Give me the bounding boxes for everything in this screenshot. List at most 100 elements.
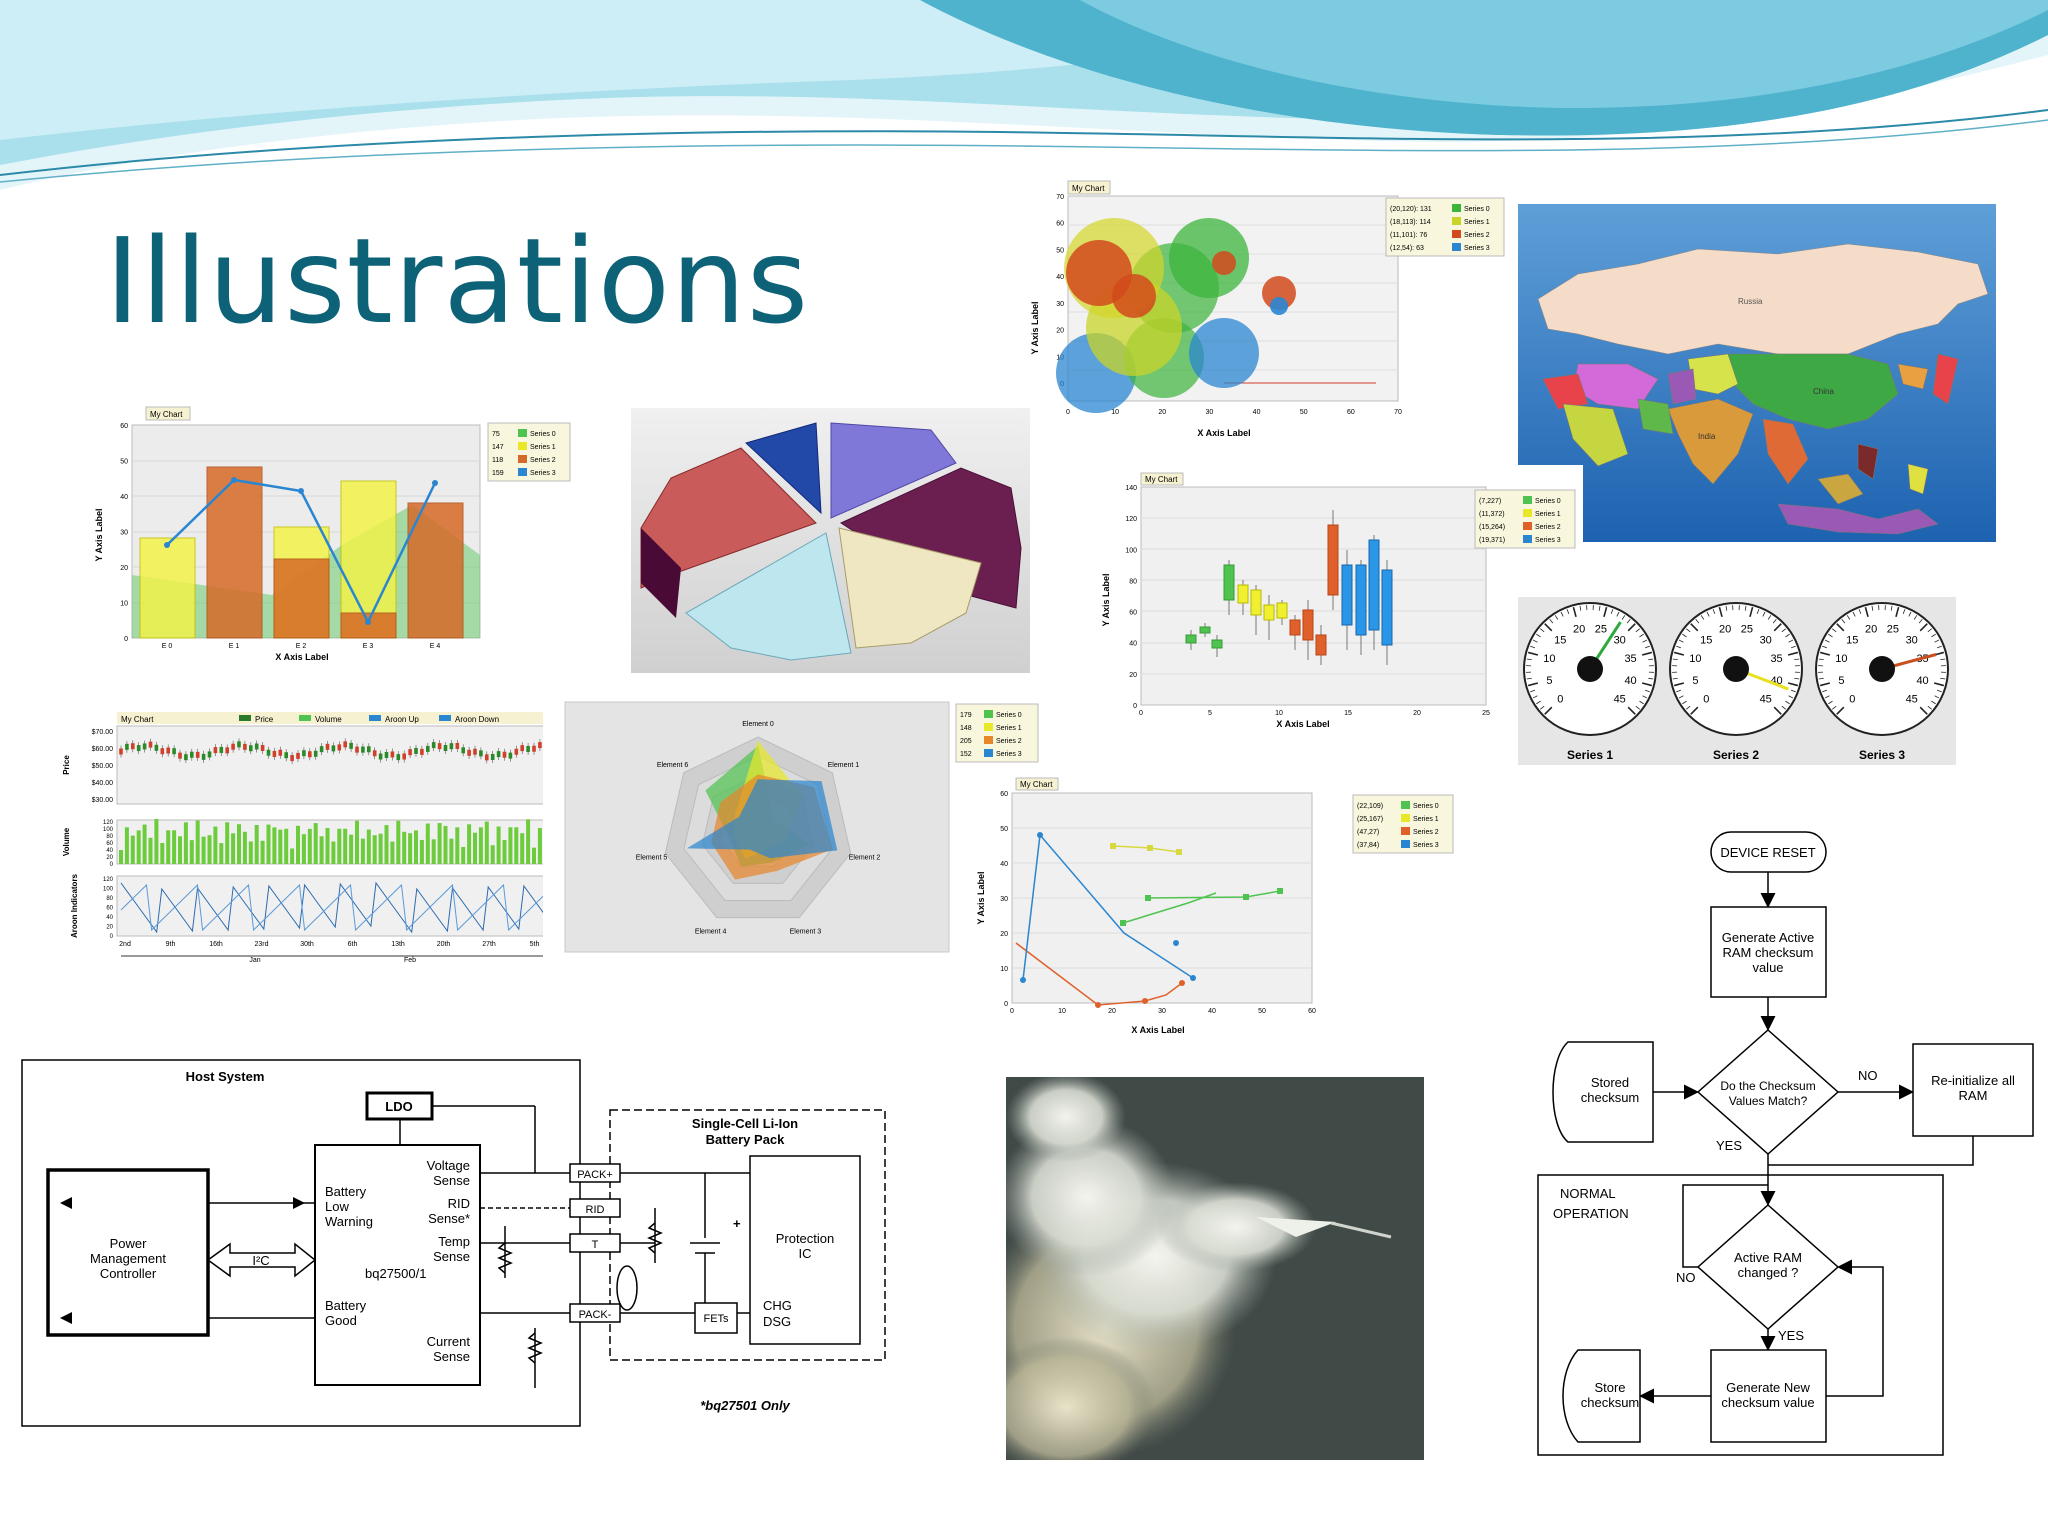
stock-volume-bar bbox=[242, 831, 247, 864]
store-label-2: checksum bbox=[1581, 1395, 1640, 1410]
stock-candle bbox=[119, 748, 123, 755]
aroon-tick: 80 bbox=[106, 896, 113, 902]
pie-chart-panel bbox=[631, 408, 1030, 673]
aroon-tick: 20 bbox=[106, 925, 113, 931]
stock-month-tick: Feb bbox=[404, 957, 416, 964]
battery-good-label-2: Good bbox=[325, 1313, 357, 1328]
bar-x-tick: E 3 bbox=[363, 643, 374, 650]
price-axis-label: Price bbox=[62, 755, 71, 775]
stock-candle bbox=[313, 750, 318, 757]
temp-sense-label-1: Temp bbox=[438, 1234, 470, 1249]
stock-candle bbox=[207, 751, 212, 758]
stock-candle bbox=[131, 743, 135, 750]
legend-series: Series 2 bbox=[1535, 524, 1561, 531]
aroon-tick: 0 bbox=[110, 934, 114, 940]
stock-volume-bar bbox=[437, 823, 442, 864]
stock-volume-bar bbox=[178, 836, 182, 864]
stock-candle bbox=[266, 749, 271, 756]
gauge-tick-label: 25 bbox=[1887, 623, 1899, 635]
box-legend: (7,227)Series 0(11,372)Series 1(15,264)S… bbox=[1474, 489, 1576, 549]
bubble-y-tick: 20 bbox=[1056, 328, 1064, 335]
stock-volume-bar bbox=[237, 824, 241, 864]
stock-volume-bar bbox=[307, 828, 312, 864]
stock-volume-bar bbox=[213, 826, 218, 864]
stock-volume-bar bbox=[396, 820, 401, 864]
ldo-label: LDO bbox=[385, 1099, 412, 1114]
box bbox=[1211, 639, 1223, 649]
changed-label-1: Active RAM bbox=[1734, 1250, 1802, 1265]
legend-series: Series 1 bbox=[1535, 511, 1561, 518]
stock-candle bbox=[278, 749, 283, 756]
stock-volume-bar bbox=[508, 827, 513, 864]
stock-volume-bar bbox=[231, 833, 236, 864]
gauge-tick-label: 35 bbox=[1770, 653, 1782, 665]
box-y-tick: 120 bbox=[1125, 516, 1137, 523]
gauge-tick-label: 0 bbox=[1849, 694, 1855, 706]
scatter-y-tick: 30 bbox=[1000, 896, 1008, 903]
legend-value: (47,27) bbox=[1357, 829, 1379, 836]
stock-volume-bar bbox=[290, 848, 295, 864]
bubble-y-tick: 30 bbox=[1056, 301, 1064, 308]
volume-tick: 40 bbox=[106, 848, 113, 854]
legend-value: 159 bbox=[492, 470, 504, 477]
legend-series: Series 0 bbox=[530, 431, 556, 438]
current-sense-label-2: Sense bbox=[433, 1349, 470, 1364]
stock-volume-bar bbox=[189, 840, 194, 864]
box-y-tick: 20 bbox=[1129, 672, 1137, 679]
bar-chart-title: My Chart bbox=[150, 410, 183, 419]
map-label-china: China bbox=[1813, 387, 1834, 396]
pack-minus-label: PACK- bbox=[579, 1309, 612, 1321]
stock-candle bbox=[219, 746, 224, 753]
host-system-label: Host System bbox=[186, 1069, 265, 1084]
stock-candle bbox=[302, 750, 306, 757]
box bbox=[1199, 626, 1211, 634]
stock-volume-bar bbox=[195, 820, 200, 864]
volume-tick: 60 bbox=[106, 841, 113, 847]
pie-slice bbox=[685, 532, 852, 661]
stock-volume-bar bbox=[467, 824, 472, 864]
gauge-tick-label: 5 bbox=[1692, 675, 1698, 687]
volume-tick: 20 bbox=[106, 855, 113, 861]
legend-swatch bbox=[1452, 204, 1461, 212]
bar-x-tick: E 0 bbox=[162, 643, 173, 650]
bar-y-tick: 30 bbox=[120, 530, 128, 537]
stock-date-tick: 23rd bbox=[254, 941, 268, 948]
i2c-label: I²C bbox=[252, 1253, 269, 1268]
box-y-tick: 80 bbox=[1129, 578, 1137, 585]
stock-volume-bar bbox=[325, 828, 330, 864]
bubble-point bbox=[1212, 251, 1236, 275]
new-label-2: checksum value bbox=[1721, 1395, 1814, 1410]
scatter-y-tick: 50 bbox=[1000, 826, 1008, 833]
stock-candle bbox=[166, 747, 170, 754]
gauge-tick-label: 45 bbox=[1614, 694, 1626, 706]
stock-candle bbox=[260, 744, 265, 751]
bubble-x-tick: 20 bbox=[1158, 409, 1166, 416]
stock-volume-bar bbox=[490, 845, 495, 864]
bar-y-label: Y Axis Label bbox=[94, 508, 104, 561]
volume-tick: 100 bbox=[103, 827, 114, 833]
gauge-hub bbox=[1869, 656, 1895, 682]
box bbox=[1223, 564, 1235, 601]
stock-candle bbox=[160, 748, 165, 755]
rid-sense-label-2: Sense* bbox=[428, 1211, 470, 1226]
gauge-tick-label: 30 bbox=[1760, 634, 1772, 646]
stock-candle bbox=[467, 749, 471, 756]
stock-candle bbox=[426, 745, 430, 752]
stock-volume-bar bbox=[496, 826, 501, 864]
stock-volume-bar bbox=[201, 836, 206, 864]
bubble-y-label: Y Axis Label bbox=[1030, 301, 1040, 354]
stock-candle bbox=[319, 746, 324, 753]
legend-swatch bbox=[984, 736, 993, 744]
bubble-x-tick: 50 bbox=[1300, 409, 1308, 416]
legend-series: Series 3 bbox=[996, 751, 1022, 758]
stock-legend-label: Aroon Up bbox=[385, 715, 419, 724]
price-tick: $30.00 bbox=[92, 797, 114, 804]
stock-candle bbox=[190, 751, 194, 758]
scatter-x-tick: 10 bbox=[1058, 1008, 1066, 1015]
stock-volume-bar bbox=[183, 822, 188, 864]
